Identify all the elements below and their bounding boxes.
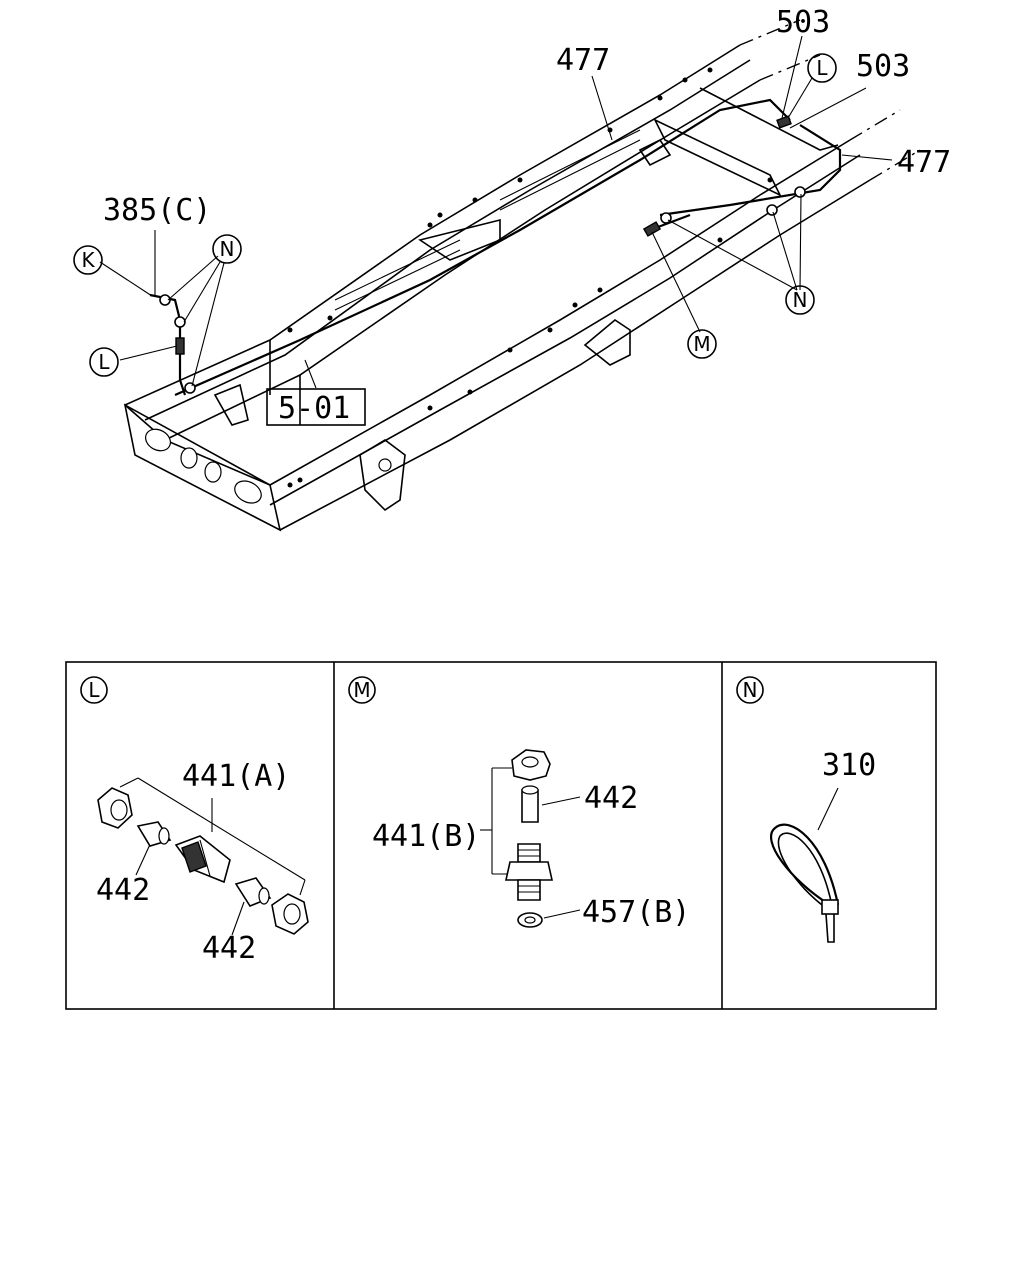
detail-panel-l: L 441(A) 442 442 <box>80 676 309 966</box>
pipe-385c <box>149 293 187 396</box>
sleeve-m <box>521 785 539 823</box>
frame-brackets <box>213 138 672 512</box>
marker-l-top: L <box>807 53 837 83</box>
detail-panel-n: N 310 <box>736 676 876 943</box>
label-441b: 441(B) <box>372 819 480 854</box>
callout-477-top: 477 <box>556 43 610 78</box>
label-441a: 441(A) <box>182 759 290 794</box>
svg-text:N: N <box>220 237 235 261</box>
svg-text:L: L <box>88 678 100 702</box>
reference-label: 5-01 <box>278 391 350 426</box>
label-457b: 457(B) <box>582 895 690 930</box>
washer-m <box>517 912 543 928</box>
sleeve-left <box>136 821 172 847</box>
front-crossmember <box>123 403 282 532</box>
detail-panels: L 441(A) 442 442 <box>65 661 937 1010</box>
right-side-rail <box>269 109 921 531</box>
panel-m-marker: M <box>348 676 376 704</box>
label-310: 310 <box>822 748 876 783</box>
svg-text:M: M <box>353 678 370 702</box>
leader-lines <box>99 35 893 389</box>
callout-503-right: 503 <box>856 49 910 84</box>
reference-box: 5-01 <box>266 388 366 426</box>
marker-n-left: N <box>212 234 242 264</box>
label-442-m: 442 <box>584 781 638 816</box>
callout-503-top: 503 <box>776 5 830 40</box>
sleeve-right <box>234 877 272 907</box>
connector-m <box>505 843 553 901</box>
left-side-rail <box>124 19 821 441</box>
hex-nut-m <box>511 749 551 781</box>
svg-text:K: K <box>81 248 95 272</box>
hex-nut-left <box>97 787 133 829</box>
svg-text:L: L <box>98 350 110 374</box>
union-joint <box>174 835 231 884</box>
marker-n-right: N <box>785 285 815 315</box>
svg-text:N: N <box>793 288 808 312</box>
hex-nut-right <box>271 893 309 935</box>
marker-l-left: L <box>89 347 119 377</box>
panel-l-marker: L <box>80 676 108 704</box>
cable-tie <box>769 823 840 943</box>
panel-n-marker: N <box>736 676 764 704</box>
callout-385c: 385(C) <box>103 193 211 228</box>
svg-text:N: N <box>743 678 758 702</box>
rivet-holes <box>287 67 773 488</box>
label-442-left: 442 <box>96 873 150 908</box>
marker-m: M <box>687 329 717 359</box>
svg-text:L: L <box>816 56 828 80</box>
callout-477-right: 477 <box>897 145 951 180</box>
chassis-frame-view: 477 503 503 477 385(C) 5-01 K N L L N <box>73 5 951 532</box>
detail-panel-m: M 441(B) 442 457(B) <box>348 676 690 930</box>
label-442-right: 442 <box>202 931 256 966</box>
marker-k: K <box>73 245 103 275</box>
svg-text:M: M <box>693 332 710 356</box>
